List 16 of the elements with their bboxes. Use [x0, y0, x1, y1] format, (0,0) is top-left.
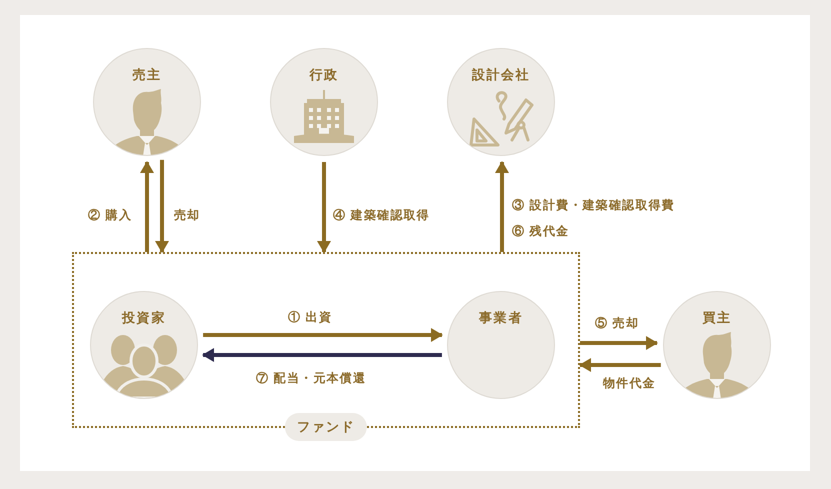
node-title: 事業者 — [479, 310, 523, 326]
arrow — [317, 162, 331, 253]
node-title: 設計会社 — [472, 67, 530, 83]
node-title: 買主 — [702, 310, 732, 326]
arrow — [579, 358, 661, 372]
node-title: 行政 — [309, 67, 339, 83]
arrow — [580, 336, 658, 350]
edge-label: ② 購入 — [86, 207, 134, 223]
arrow — [155, 160, 169, 253]
arrow — [202, 348, 442, 362]
arrow — [140, 161, 154, 252]
node-title: 投資家 — [122, 310, 166, 326]
arrow — [203, 328, 443, 342]
group-title: ファンド — [284, 413, 368, 441]
node-title: 売主 — [132, 67, 162, 83]
arrow — [495, 161, 509, 252]
